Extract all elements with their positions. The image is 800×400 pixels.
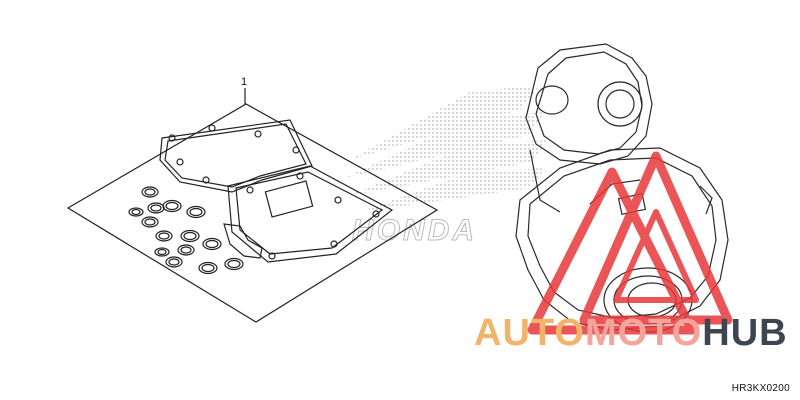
diagram-code: HR3KX0200 bbox=[731, 383, 790, 394]
warning-triangle-icon bbox=[527, 151, 733, 335]
honda-wing-logo-icon: HONDA bbox=[345, 85, 548, 248]
callout-number: 1 bbox=[241, 76, 248, 88]
gasket-kit-icon bbox=[66, 88, 439, 323]
engine-icon bbox=[515, 43, 729, 333]
watermark-text: AUTOMOTOHUB bbox=[474, 314, 788, 352]
watermark-part-auto: AUTO bbox=[474, 312, 585, 354]
watermark-part-moto: MOTO bbox=[584, 312, 703, 354]
background-logo-text: HONDA bbox=[352, 214, 477, 247]
kit-outline bbox=[66, 103, 439, 323]
watermark-part-hub: HUB bbox=[702, 312, 788, 354]
